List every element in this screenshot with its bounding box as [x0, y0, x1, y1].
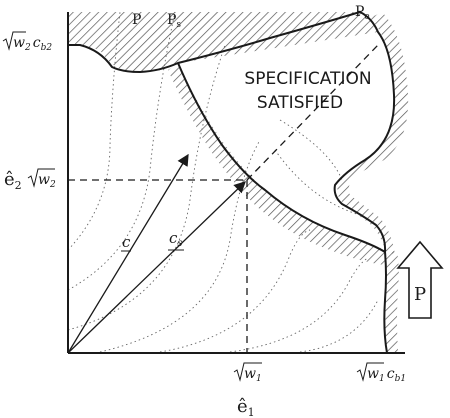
y-axis-label: ê2 — [4, 169, 22, 192]
vector-cs-label: cs — [169, 229, 183, 249]
dotted-contours — [67, 11, 379, 353]
inner-boundary-curve — [177, 62, 386, 253]
outer-boundary-curve — [68, 10, 396, 354]
y-tick-mid-label: w2 — [27, 168, 56, 190]
x-axis-label: ê1 — [237, 396, 255, 418]
hatched-band-right — [337, 12, 409, 255]
hatched-band-inner — [168, 63, 385, 265]
vector-cs-arrow — [67, 181, 246, 354]
p-direction-arrow — [396, 240, 444, 319]
region-text-line1: SPECIFICATION — [244, 69, 371, 89]
contour-pe-label: Pe — [355, 4, 370, 22]
hatched-band-bottom-right — [385, 250, 399, 352]
vector-c-label: c — [122, 233, 131, 251]
x-tick-mid-label: w1 — [233, 362, 262, 384]
svg-text:w2: w2 — [38, 172, 56, 190]
region-text-line2: SATISFIED — [257, 93, 343, 113]
contour-ps-label: Ps — [167, 12, 181, 30]
svg-text:w1: w1 — [244, 366, 262, 384]
hatched-band-top — [68, 12, 378, 72]
dashed-guides — [68, 44, 379, 353]
vector-c-arrow — [67, 153, 189, 354]
arrow-label: P — [414, 284, 426, 305]
contour-p-label: P — [132, 12, 141, 28]
